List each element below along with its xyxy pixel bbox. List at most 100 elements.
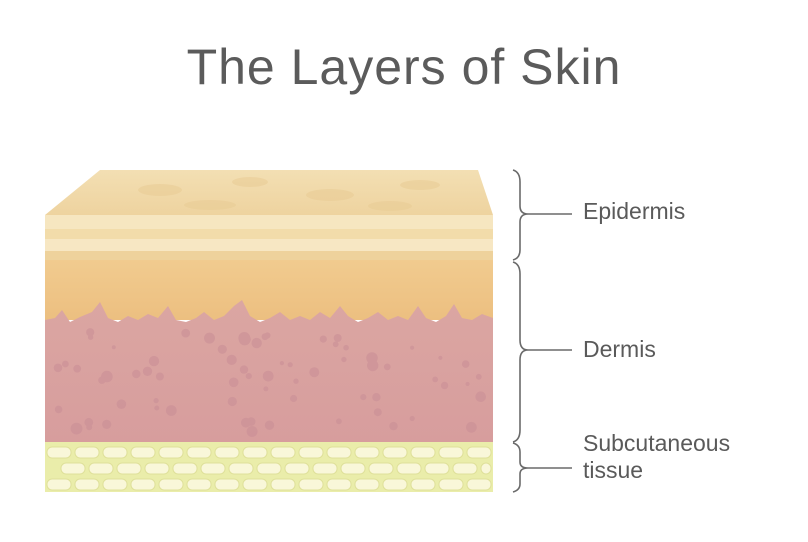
dermis-dot (475, 373, 482, 380)
epidermis-top-surface (45, 170, 493, 215)
fat-cell (382, 478, 408, 491)
epidermis-band (45, 251, 493, 260)
fat-cell (466, 478, 492, 491)
epidermis-bracket (512, 169, 529, 261)
dermis-dot (466, 421, 477, 433)
label-subcutaneous-tissue: Subcutaneous tissue (583, 430, 730, 484)
fat-cell (424, 462, 450, 475)
fat-cell (242, 478, 268, 491)
dermis-dot (279, 361, 284, 366)
fat-cell (46, 478, 72, 491)
fat-cell (410, 478, 436, 491)
dermis-dot (367, 359, 379, 372)
fat-cell (74, 446, 100, 459)
fat-cell (438, 446, 464, 459)
fat-cell (452, 462, 478, 475)
fat-cell (102, 478, 128, 491)
dermis-dot (116, 399, 127, 410)
fat-cell (298, 478, 324, 491)
fat-cell (130, 446, 156, 459)
dermis-dot (241, 417, 251, 428)
dermis-dot (73, 364, 82, 373)
dermis-bracket (512, 261, 529, 443)
dermis-dot (478, 396, 484, 402)
fat-cell (368, 462, 394, 475)
label-epidermis: Epidermis (583, 198, 686, 224)
fat-cell (60, 462, 86, 475)
dermis-dot (438, 355, 443, 360)
fat-cell (242, 446, 268, 459)
dermis-dot (181, 328, 191, 338)
dermis-dot (54, 405, 63, 414)
epidermis-texture (138, 177, 440, 211)
fat-cell (116, 462, 142, 475)
fat-cell (130, 478, 156, 491)
dermis-dot (332, 341, 339, 348)
fat-cell (256, 462, 282, 475)
dermis-dot (262, 370, 274, 382)
brackets (512, 169, 572, 493)
fat-cell (46, 446, 72, 459)
dermis-dot (62, 360, 69, 368)
dermis-dot (238, 332, 251, 344)
fat-cell (438, 478, 464, 491)
dermis-dot (142, 366, 153, 376)
fat-cell (102, 446, 128, 459)
dermis-dot (465, 381, 470, 387)
fat-cells (46, 446, 492, 491)
epidermis-band (45, 239, 493, 251)
dermis-dot (153, 398, 159, 404)
fat-cell (298, 446, 324, 459)
dermis-dot (228, 377, 239, 388)
fat-cell (410, 446, 436, 459)
dermis-dot (333, 334, 342, 342)
dermis-dot (440, 381, 449, 390)
dermis-dot (336, 418, 342, 425)
dermis-dot (341, 356, 347, 363)
label-dermis: Dermis (583, 336, 656, 362)
fat-cell (200, 462, 226, 475)
dermis-dot (251, 337, 262, 349)
fat-cell (326, 478, 352, 491)
dermis-dot (246, 426, 258, 437)
dermis-dot (132, 369, 141, 379)
fat-cell (270, 478, 296, 491)
dermis-dot (373, 408, 382, 417)
dermis-dot (102, 419, 112, 429)
dermis-dot (343, 344, 349, 351)
dermis-dot (204, 332, 215, 344)
dermis-dot (293, 378, 299, 384)
fat-cell (158, 446, 184, 459)
fat-cell (172, 462, 198, 475)
dermis-dot (111, 345, 116, 350)
fat-cell (396, 462, 422, 475)
dermis-dot (287, 362, 293, 368)
fat-cell (354, 446, 380, 459)
dermis-dots (53, 328, 487, 437)
dermis-dot (372, 393, 381, 402)
fat-cell (74, 478, 100, 491)
dermis-dot (86, 328, 95, 337)
dermis-dot (309, 367, 320, 378)
fat-cell (186, 446, 212, 459)
dermis-dot (148, 355, 160, 367)
fat-cell (466, 446, 492, 459)
dermis-dot (226, 354, 237, 365)
dermis-dot (98, 376, 106, 384)
epidermis-band (45, 215, 493, 229)
dermis-dot (409, 415, 415, 422)
dermis-dot (245, 373, 252, 380)
dermis-dot (87, 334, 94, 340)
dermis-dot (53, 363, 63, 373)
dermis-dot (360, 394, 367, 401)
dermis-dot (261, 333, 269, 341)
dermis-dot (239, 365, 249, 374)
dermis-dot (432, 376, 439, 383)
dermis-dot (319, 335, 327, 343)
subcutaneous-bracket (512, 442, 529, 493)
dermis-dot (155, 372, 164, 381)
dermis-dot (389, 421, 398, 431)
dermis-dot (86, 424, 93, 431)
fat-cell (480, 462, 492, 475)
